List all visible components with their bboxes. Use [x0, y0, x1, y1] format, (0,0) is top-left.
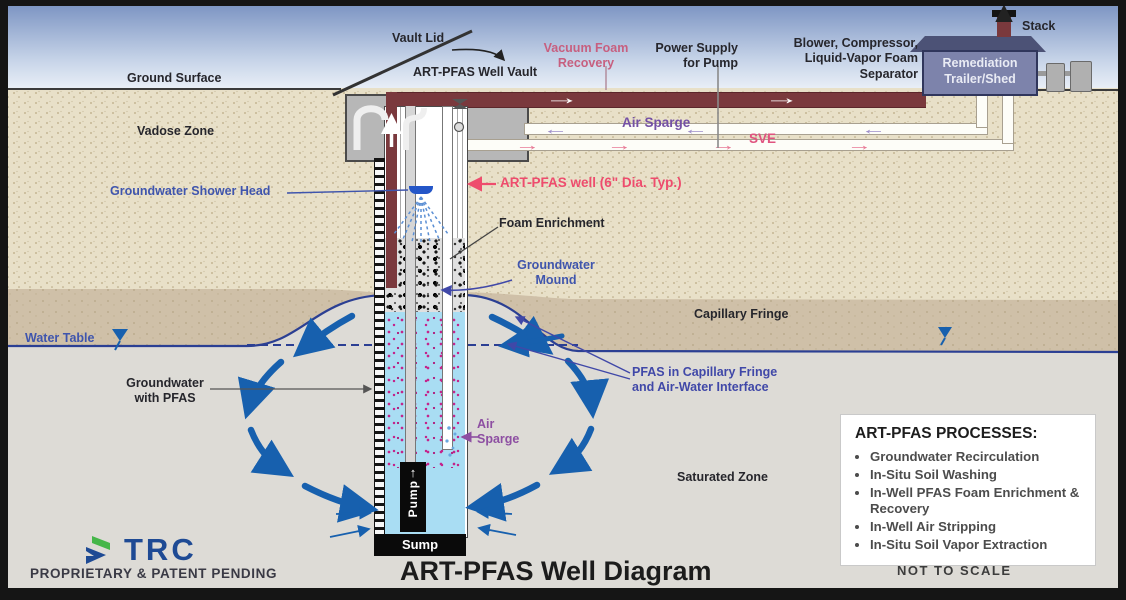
- pump-unit: ↑ Pump: [400, 462, 426, 532]
- vacuum-foam-recovery-label: Vacuum Foam Recovery: [543, 41, 629, 71]
- flow-left-arrow-icon: ←: [860, 121, 887, 138]
- stack-chimney: [997, 17, 1011, 37]
- pump-discharge-pipe: [405, 106, 416, 464]
- equipment-tank: [1070, 61, 1092, 92]
- frame-border: [0, 0, 8, 600]
- shed-label: Remediation Trailer/Shed: [942, 56, 1018, 86]
- flow-right-arrow-icon: →: [763, 88, 800, 109]
- stack-label: Stack: [1022, 19, 1056, 33]
- frame-border: [1118, 0, 1126, 600]
- vault-lid-label: Vault Lid: [392, 31, 445, 45]
- air-sparge-well-label: Air Sparge: [477, 417, 520, 447]
- water-table-symbol-icon: [112, 327, 952, 351]
- process-item: In-Situ Soil Vapor Extraction: [870, 537, 1087, 552]
- sump: Sump: [374, 534, 466, 556]
- process-item: In-Situ Soil Washing: [870, 467, 1087, 482]
- power-supply-label: Power Supply for Pump: [655, 41, 738, 71]
- foam-enrichment-zone: [385, 238, 465, 312]
- process-item: In-Well Air Stripping: [870, 519, 1087, 534]
- sve-pipe-label: SVE: [749, 131, 777, 146]
- air-sparge-riser: [976, 94, 988, 128]
- frame-border: [0, 588, 1126, 600]
- shower-head-label: Groundwater Shower Head: [110, 184, 271, 198]
- sve-riser: [1002, 94, 1014, 144]
- trc-logo-icon: [86, 536, 110, 564]
- proprietary-notice: PROPRIETARY & PATENT PENDING: [30, 566, 278, 581]
- air-sparge-tube: [442, 106, 453, 450]
- processes-list: Groundwater Recirculation In-Situ Soil W…: [853, 449, 1087, 552]
- recovery-riser-pipe: [386, 92, 397, 288]
- equipment-tank: [1046, 63, 1065, 92]
- flow-right-arrow-icon: →: [606, 137, 633, 154]
- stack-cap: [992, 10, 1016, 17]
- saturated-zone-label: Saturated Zone: [677, 470, 768, 484]
- shower-head: [409, 186, 433, 194]
- blower-compressor-label: Blower, Compressor, Liquid-Vapor Foam Se…: [793, 36, 918, 81]
- air-sparge-pipe-label: Air Sparge: [622, 115, 691, 130]
- flow-right-arrow-icon: →: [514, 137, 541, 154]
- pump-label: Pump: [406, 480, 420, 518]
- processes-box: ART-PFAS PROCESSES: Groundwater Recircul…: [840, 414, 1096, 567]
- ground-surface-label: Ground Surface: [127, 71, 222, 85]
- well-vault-label: ART-PFAS Well Vault: [413, 65, 538, 79]
- frame-border: [0, 0, 1126, 6]
- vadose-zone-label: Vadose Zone: [137, 124, 215, 138]
- water-table-label: Water Table: [25, 331, 95, 345]
- groundwater-with-pfas-label: Groundwater with PFAS: [126, 376, 204, 406]
- process-item: Groundwater Recirculation: [870, 449, 1087, 464]
- capillary-fringe-right: [465, 292, 1118, 353]
- flow-left-arrow-icon: ←: [542, 121, 569, 138]
- capillary-fringe-label: Capillary Fringe: [694, 307, 789, 321]
- process-item: In-Well PFAS Foam Enrichment & Recovery: [870, 485, 1087, 515]
- flow-right-arrow-icon: →: [710, 137, 737, 154]
- water-table-line: [8, 293, 1119, 354]
- well-callout-label: ART-PFAS well (6" Dia. Typ.): [500, 175, 682, 190]
- pfas-interface-label: PFAS in Capillary Fringe and Air-Water I…: [632, 365, 778, 395]
- not-to-scale-note: NOT TO SCALE: [897, 563, 1012, 578]
- flow-right-arrow-icon: →: [846, 137, 873, 154]
- groundwater-mound-label: Groundwater Mound: [517, 258, 595, 288]
- trc-logo-text: TRC: [124, 532, 197, 567]
- foam-enrichment-label: Foam Enrichment: [499, 216, 605, 230]
- diagram-title: ART-PFAS Well Diagram: [400, 556, 712, 586]
- pump-up-arrow-icon: ↑: [409, 465, 417, 480]
- processes-title: ART-PFAS PROCESSES:: [855, 425, 1038, 442]
- flow-right-arrow-icon: →: [543, 88, 580, 109]
- remediation-shed: Remediation Trailer/Shed: [922, 50, 1038, 96]
- depth-ruler: [374, 158, 385, 538]
